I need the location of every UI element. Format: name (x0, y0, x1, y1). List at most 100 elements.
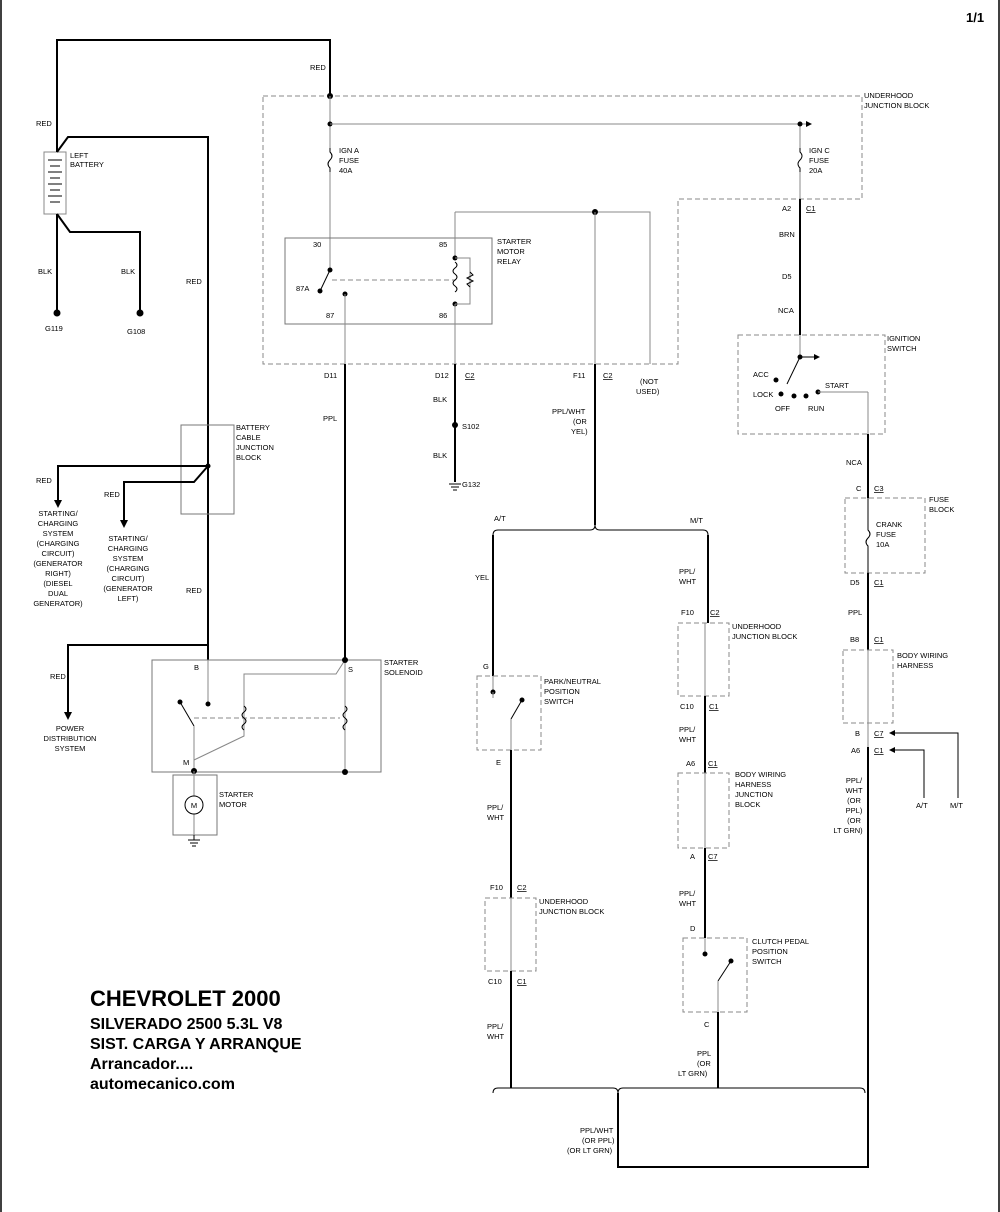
conn-c1-a: C1 (806, 204, 816, 213)
underhood-jb-mt (677, 622, 730, 697)
bwhjb-label-1: BODY WIRING (735, 770, 786, 779)
starter-motor-box (172, 774, 218, 836)
uhjb-b-label-2: JUNCTION BLOCK (732, 632, 797, 641)
charging-right-label: STARTING/ CHARGING SYSTEM (CHARGING CIRC… (33, 509, 83, 608)
wire-red-charging-right (57, 465, 208, 503)
clutch-label-2: POSITION (752, 947, 788, 956)
wire-red-top (56, 39, 331, 152)
arrow-at-icon (889, 747, 895, 753)
svg-text:LT GRN): LT GRN) (833, 826, 863, 835)
label-ppl-ltgrn-1: PPL (697, 1049, 711, 1058)
bcjb-label-1: BATTERY (236, 423, 270, 432)
label-pplwht-2b: WHT (487, 1032, 504, 1041)
solenoid-coil-lead (193, 659, 346, 761)
svg-text:SYSTEM: SYSTEM (55, 744, 86, 753)
title-line-2: SILVERADO 2500 5.3L V8 (90, 1016, 282, 1033)
bcjb-label-3: JUNCTION (236, 443, 274, 452)
wire-relay-85-feed (455, 211, 651, 364)
svg-text:DISTRIBUTION: DISTRIBUTION (44, 734, 97, 743)
conn-f11: F11 (573, 371, 585, 380)
label-pplwht-3a: PPL/ (679, 567, 696, 576)
title-block: CHEVROLET 2000 SILVERADO 2500 5.3L V8 SI… (90, 986, 302, 1093)
pin-a-c7: A (690, 852, 695, 861)
conn-a6-a: A6 (851, 746, 860, 755)
label-mt-arrow: M/T (950, 801, 963, 810)
bwhjb-label-4: BLOCK (735, 800, 760, 809)
body-harness-label-1: BODY WIRING (897, 651, 948, 660)
ign-c-label-1: IGN C (809, 146, 830, 155)
arrow-charging-left-icon (120, 520, 128, 528)
bcjb-label-2: CABLE (236, 433, 261, 442)
ground-motor-icon (188, 839, 200, 847)
crank-label-3: 10A (876, 540, 889, 549)
wire-red-main (56, 136, 209, 660)
solenoid-pin-b: B (194, 663, 199, 672)
label-red-mid: RED (186, 586, 202, 595)
conn-c1-d: C1 (874, 746, 884, 755)
conn-c2-c: C2 (517, 883, 527, 892)
solenoid-coil-2 (342, 705, 348, 731)
relay-label-3: RELAY (497, 257, 521, 266)
pin-e: E (496, 758, 501, 767)
wire-blk-g108 (56, 213, 141, 312)
wire-red-pds (67, 644, 208, 715)
relay-label-1: STARTER (497, 237, 532, 246)
bwhjb-label-3: JUNCTION (735, 790, 773, 799)
label-at-top: A/T (494, 514, 506, 523)
conn-f10-b: F10 (681, 608, 694, 617)
label-red-down: RED (186, 277, 202, 286)
uhjb-label-2: JUNCTION BLOCK (864, 101, 929, 110)
conn-c1-c: C1 (874, 635, 884, 644)
svg-text:WHT: WHT (845, 786, 862, 795)
solenoid-pin-m: M (183, 758, 189, 767)
svg-text:STARTING/: STARTING/ (38, 509, 78, 518)
conn-c1-f: C1 (709, 702, 719, 711)
label-bottom-3: (OR LT GRN) (567, 1146, 613, 1155)
label-blk-1: BLK (38, 267, 52, 276)
label-pplwht-5a: PPL/ (679, 889, 696, 898)
left-battery-label-1: LEFT (70, 151, 89, 160)
label-bottom-2: (OR PPL) (582, 1136, 615, 1145)
starter-motor-label-1: STARTER (219, 790, 254, 799)
pnp-label-2: POSITION (544, 687, 580, 696)
ground-g108-icon (136, 309, 144, 317)
label-ppl-ltgrn-3: LT GRN) (678, 1069, 708, 1078)
label-yel: YEL (475, 573, 489, 582)
title-line-3: SIST. CARGA Y ARRANQUE (90, 1036, 302, 1053)
svg-text:CHARGING: CHARGING (38, 519, 79, 528)
ground-g132-icon (449, 483, 461, 491)
splice-s102 (452, 422, 458, 428)
conn-a2: A2 (782, 204, 791, 213)
underhood-junction-block (262, 95, 863, 365)
wire-mt-arrow (895, 732, 959, 798)
svg-text:RIGHT): RIGHT) (45, 569, 71, 578)
clutch-pedal-switch (682, 937, 748, 1013)
title-line-5: automecanico.com (90, 1076, 235, 1093)
wire-at-arrow (895, 749, 925, 798)
svg-text:(CHARGING: (CHARGING (37, 539, 80, 548)
solenoid-coil-1 (241, 705, 247, 731)
relay-contact (320, 269, 331, 290)
label-at-arrow: A/T (916, 801, 928, 810)
relay-pin-86: 86 (439, 311, 447, 320)
left-battery: LEFT BATTERY (43, 151, 104, 215)
fuse-block-label-2: BLOCK (929, 505, 954, 514)
arrow-mt-icon (889, 730, 895, 736)
conn-d12: D12 (435, 371, 449, 380)
label-brn: BRN (779, 230, 795, 239)
conn-d5-a: D5 (782, 272, 792, 281)
starter-motor-relay (284, 237, 493, 325)
ignition-switch-box (737, 334, 886, 435)
label-pplwht-1a: PPL/ (487, 803, 504, 812)
title-line-4: Arrancador.... (90, 1056, 193, 1073)
label-pplwht-5b: WHT (679, 899, 696, 908)
svg-text:PPL): PPL) (846, 806, 863, 815)
page-number: 1/1 (966, 10, 984, 25)
arrow-pds-icon (64, 712, 72, 720)
ground-g119-icon (53, 309, 61, 317)
conn-c3: C3 (874, 484, 884, 493)
label-red-top: RED (310, 63, 326, 72)
conn-d5-b: D5 (850, 578, 860, 587)
label-blk-3: BLK (433, 395, 447, 404)
label-bottom-1: PPL/WHT (580, 1126, 614, 1135)
